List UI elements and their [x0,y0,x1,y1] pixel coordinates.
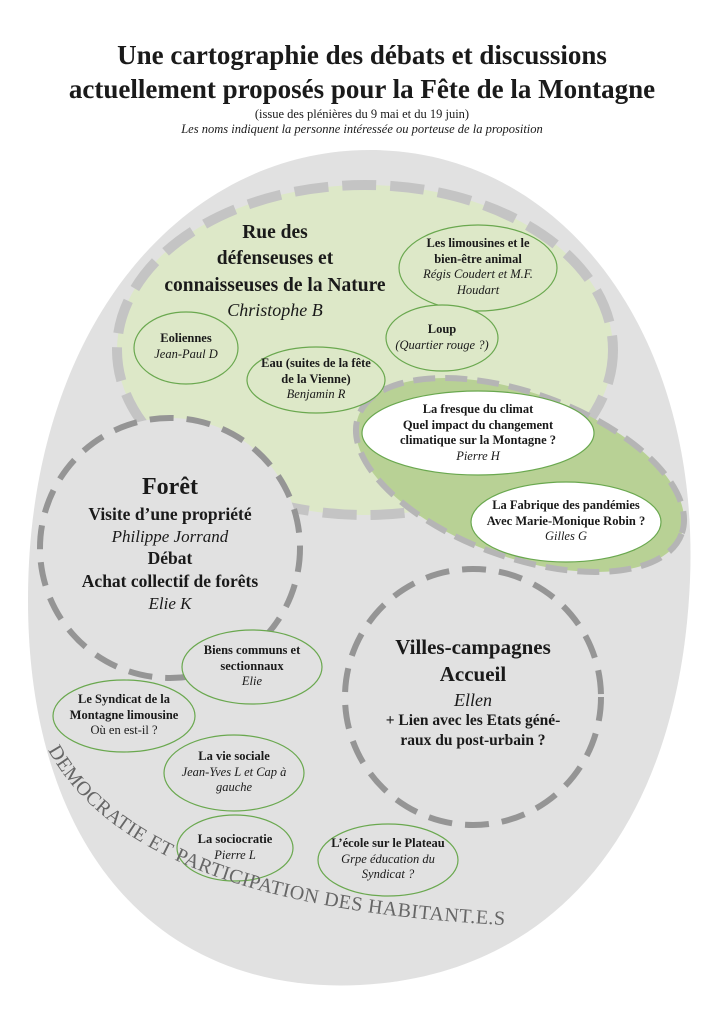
bubble-biens [181,629,323,705]
fresque-line-3: climatique sur la Montagne ? [399,433,557,448]
subtitle: (issue des plénières du 9 mai et du 19 j… [254,107,470,121]
eau-line-2: de la Vienne) [281,371,351,386]
bubble-loup [385,304,499,372]
eoliennes-label: Eoliennes Jean-Paul D [134,331,238,362]
ecole-title: L’école sur le Plateau [331,836,445,850]
nature-label: Rue des défenseuses et connaisseuses de … [125,220,425,321]
page-title: Une cartographie des débats et discussio… [0,38,724,106]
bubble-fresque [361,390,595,476]
bubble-pandemies [470,481,662,563]
villes-title-2: Accueil [439,662,507,687]
foret-person-2: Elie K [148,593,192,613]
limousines-label: Les limousines et le bien-être animal Ré… [400,236,556,299]
biens-person: Elie [241,674,263,689]
loup-label: Loup (Quartier rouge ?) [386,322,498,353]
foret-zone [37,415,303,681]
nature-person: Christophe B [227,299,323,320]
limousines-line-2: bien-être animal [434,251,522,266]
fresque-line-2: Quel impact du changement [402,417,554,432]
fresque-label: La fresque du climat Quel impact du chan… [362,402,594,465]
syndicat-label: Le Syndicat de la Montagne limousine Où … [53,692,195,739]
villes-title-1: Villes-campagnes [395,635,551,659]
fresque-person: Pierre H [456,448,500,463]
foret-title: Forêt [142,474,198,500]
biens-line-2: sectionnaux [220,658,284,673]
limousines-person-2: Houdart [456,282,500,297]
limousines-line-1: Les limousines et le [426,236,530,250]
villes-line-2: raux du post-urbain ? [400,732,546,750]
biens-label: Biens communs et sectionnaux Elie [182,643,322,690]
pandemies-line-2: Avec Marie-Monique Robin ? [486,513,646,528]
bubble-syndicat [52,679,196,753]
foret-line-3: Achat collectif de forêts [81,570,259,591]
bubble-limousines [398,224,558,312]
nature-title-2: défenseuses et [216,248,334,270]
limousines-person-1: Régis Coudert et M.F. [423,267,533,282]
villes-line-1: + Lien avec les Etats géné- [385,712,561,730]
loup-title: Loup [427,322,457,336]
pandemies-line-1: La Fabrique des pandémies [492,498,640,512]
vie-label: La vie sociale Jean-Yves L et Cap à gauc… [164,749,304,796]
socio-title: La sociocratie [197,832,273,846]
foret-line-2: Débat [147,548,193,569]
villes-label: Villes-campagnes Accueil Ellen + Lien av… [358,634,588,751]
loup-note: (Quartier rouge ?) [395,337,489,352]
bubble-vie [163,734,305,812]
eau-person: Benjamin R [286,387,346,402]
syndicat-line-1: Le Syndicat de la [77,692,171,706]
eoliennes-title: Eoliennes [160,331,212,345]
vie-title: La vie sociale [198,749,270,763]
pandemies-label: La Fabrique des pandémies Avec Marie-Mon… [471,498,661,545]
eau-line-1: Eau (suites de la fête [261,356,371,370]
syndicat-question: Où en est-il ? [90,723,158,738]
socio-person: Pierre L [214,847,256,862]
foret-line-1: Visite d’une propriété [88,504,252,525]
villes-person: Ellen [454,689,492,710]
eau-label: Eau (suites de la fête de la Vienne) Ben… [247,356,385,403]
foret-label: Forêt Visite d’une propriété Philippe Jo… [50,472,290,614]
villes-zone [342,566,604,828]
pandemies-person: Gilles G [544,529,587,544]
bubble-ecole [317,823,459,897]
vie-person-2: gauche [215,780,253,795]
nature-title-1: Rue des [242,222,308,243]
foret-person-1: Philippe Jorrand [111,526,229,546]
nature-title-3: connaisseuses de la Nature [164,274,386,296]
ecole-person-2: Syndicat ? [361,867,415,882]
socio-label: La sociocratie Pierre L [177,832,293,863]
bubble-eau [246,346,386,414]
syndicat-line-2: Montagne limousine [69,707,179,722]
ecole-person-1: Grpe éducation du [341,851,435,866]
title-line-1: Une cartographie des débats et discussio… [117,40,607,70]
bubble-eoliennes [133,311,239,385]
ecole-label: L’école sur le Plateau Grpe éducation du… [318,836,458,883]
eoliennes-person: Jean-Paul D [154,346,218,361]
bubble-socio [176,814,294,882]
biens-line-1: Biens communs et [203,643,301,657]
fresque-line-1: La fresque du climat [422,402,534,416]
names-note: Les noms indiquent la personne intéressé… [181,122,543,136]
title-line-2: actuellement proposés pour la Fête de la… [68,74,656,104]
vie-person-1: Jean-Yves L et Cap à [181,764,287,779]
